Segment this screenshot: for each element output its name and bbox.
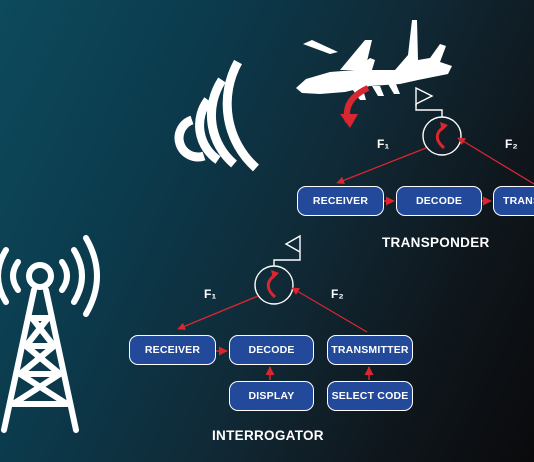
- transponder-f2-arrow: [457, 137, 534, 185]
- interrogator-f1-label: F₁: [204, 287, 217, 301]
- interrogator-antenna-icon: [254, 234, 301, 305]
- transponder-decode-box: DECODE: [396, 186, 482, 216]
- interrogator-select-code-box: SELECT CODE: [327, 381, 413, 411]
- interrogator-f2-label: F₂: [331, 287, 344, 301]
- transponder-title: TRANSPONDER: [382, 235, 490, 250]
- interrogator-f2-arrow: [291, 287, 368, 333]
- interrogator-display-box: DISPLAY: [229, 381, 314, 411]
- interrogator-receiver-box: RECEIVER: [129, 335, 216, 365]
- fighter-jet-icon: [296, 20, 452, 100]
- radio-tower-icon: [0, 235, 100, 433]
- transponder-circular-arrow-icon: [435, 122, 448, 150]
- interrogator-f1-arrow: [177, 295, 259, 330]
- transponder-f2-label: F₂: [505, 137, 518, 151]
- interrogator-circular-arrow-icon: [266, 270, 279, 299]
- interrogator-transmitter-box: TRANSMITTER: [327, 335, 413, 365]
- downlink-arrow-icon: [340, 85, 370, 128]
- interrogator-title: INTERROGATOR: [212, 428, 324, 443]
- transponder-transmitter-box: TRANSMITTER: [493, 186, 534, 216]
- transponder-receiver-box: RECEIVER: [297, 186, 384, 216]
- interrogator-decode-box: DECODE: [229, 335, 314, 365]
- transponder-f1-label: F₁: [377, 137, 390, 151]
- transponder-f1-arrow: [336, 147, 427, 185]
- signal-waves-icon: [174, 59, 260, 172]
- transponder-antenna-icon: [415, 86, 462, 156]
